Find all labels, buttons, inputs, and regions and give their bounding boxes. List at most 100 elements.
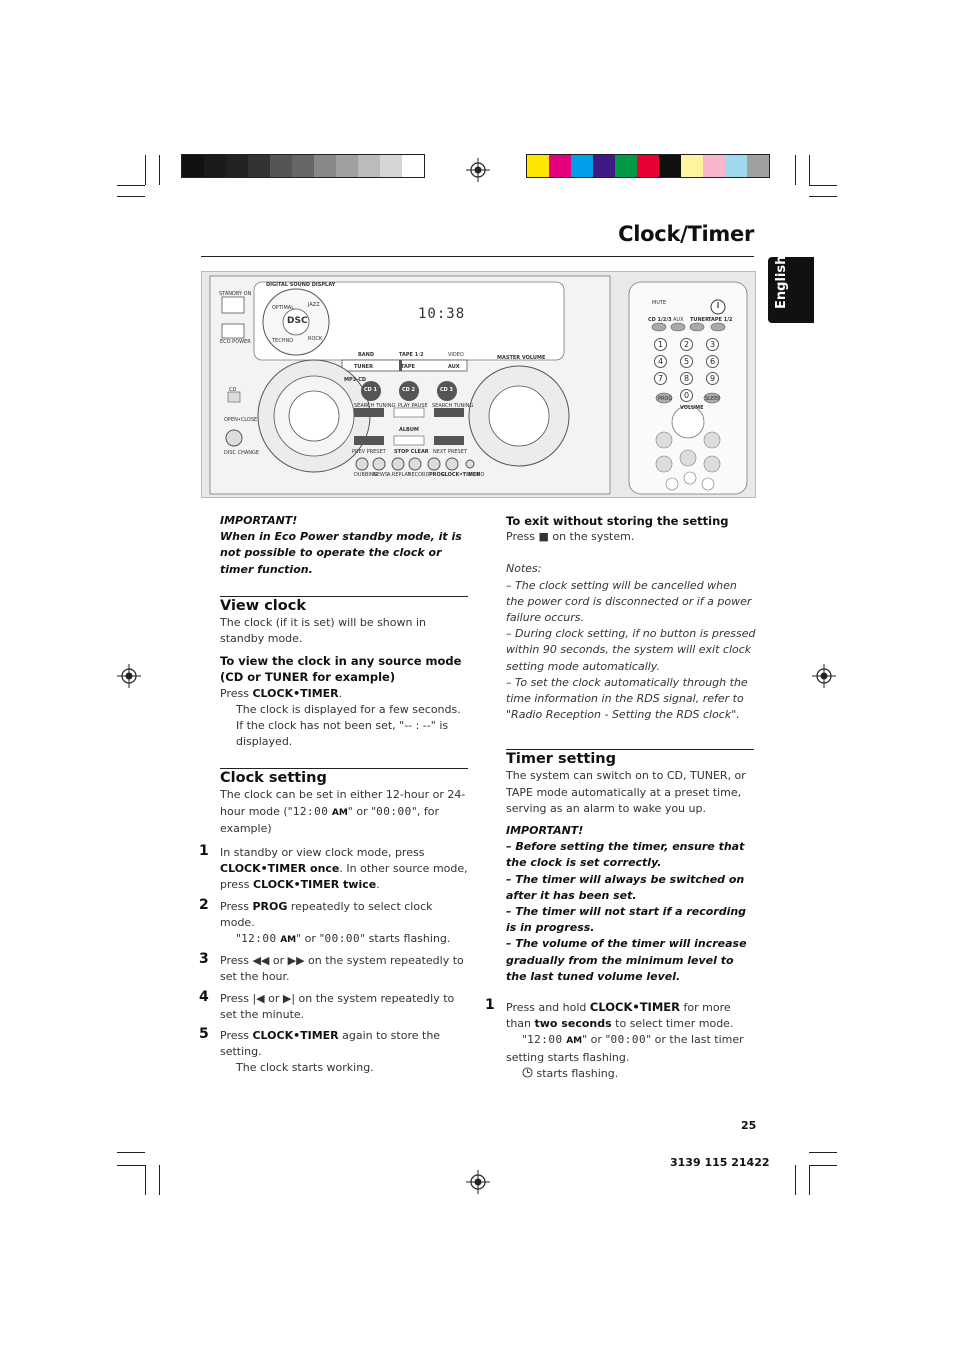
crop-mark <box>809 155 810 185</box>
note-item: – The clock setting will be cancelled wh… <box>506 578 752 625</box>
important-label: IMPORTANT! <box>220 514 298 527</box>
color-swatch <box>226 155 248 177</box>
important-text: When in Eco Power standby mode, it is no… <box>220 530 462 576</box>
timer-important-item: – The timer will not start if a recordin… <box>506 905 747 935</box>
color-swatch <box>549 155 571 177</box>
next-preset-label: NEXT PRESET <box>433 449 467 455</box>
remote-prog-button[interactable]: PROG <box>658 396 673 402</box>
step-text: In standby or view clock mode, press CLO… <box>220 845 470 894</box>
crop-mark <box>159 155 160 185</box>
remote-source-cd[interactable]: CD 1/2/3 <box>648 317 672 323</box>
open-close-label: OPEN•CLOSE <box>224 417 258 423</box>
remote-source-tape[interactable]: TAPE 1/2 <box>708 317 733 323</box>
color-swatch <box>703 155 725 177</box>
am-indicator: AM <box>280 935 297 946</box>
color-swatch <box>270 155 292 177</box>
note-item: – During clock setting, if no button is … <box>506 627 756 673</box>
view-clock-heading: View clock <box>220 597 306 614</box>
cd3-button[interactable]: CD 3 <box>440 387 454 393</box>
remote-digit-1[interactable]: 1 <box>654 338 667 351</box>
remote-digit-9[interactable]: 9 <box>706 372 719 385</box>
cd2-button[interactable]: CD 2 <box>402 387 416 393</box>
dsc-label: DSC <box>287 316 308 326</box>
color-swatch <box>615 155 637 177</box>
prev-preset-label: PREV PRESET <box>352 449 386 455</box>
color-swatch <box>358 155 380 177</box>
segment-24h: 00:00 <box>324 932 361 946</box>
step-text-part: to select timer mode. <box>611 1017 734 1031</box>
intro-text: " or " <box>347 804 377 818</box>
search-tuning-left-label: SEARCH TUNING <box>354 403 396 409</box>
step-text-part: starts flashing. <box>533 1066 619 1080</box>
step-text: Press ◀◀ or ▶▶ on the system repeatedly … <box>220 954 464 984</box>
demo-button[interactable]: DEMO <box>469 472 485 478</box>
remote-source-tuner[interactable]: TUNER <box>690 317 709 323</box>
cd-label: CD <box>229 387 237 393</box>
band-label: BAND <box>358 352 375 358</box>
key-name: CLOCK•TIMER <box>589 1000 680 1015</box>
color-swatch <box>593 155 615 177</box>
color-swatch <box>182 155 204 177</box>
am-indicator: AM <box>566 1036 583 1047</box>
registration-mark-icon <box>812 664 836 688</box>
dubbing-button[interactable]: DUBBING <box>354 472 378 478</box>
clock-setting-intro: The clock can be set in either 12-hour o… <box>220 787 470 837</box>
step-number: 4 <box>199 988 209 1005</box>
section-rule <box>220 768 468 770</box>
dsc-mode-techno: TECHNO <box>272 338 294 344</box>
registration-mark-icon <box>117 664 141 688</box>
remote-source-aux[interactable]: AUX <box>673 317 684 323</box>
remote-digit-5[interactable]: 5 <box>680 355 693 368</box>
language-tab-label: English <box>774 255 789 309</box>
language-tab: English <box>768 255 814 323</box>
step-text: Press CLOCK•TIMER again to store the set… <box>220 1028 470 1060</box>
prog-button[interactable]: PROG <box>429 472 445 478</box>
remote-digit-4[interactable]: 4 <box>654 355 667 368</box>
record-button[interactable]: RECORD <box>408 472 430 478</box>
color-swatch <box>725 155 747 177</box>
remote-digit-8[interactable]: 8 <box>680 372 693 385</box>
eco-power-label: ECO POWER <box>220 339 251 345</box>
areplay-button[interactable]: A.REPLAY <box>387 472 411 478</box>
clock-setting-heading: Clock setting <box>220 770 327 787</box>
exit-text: Press ■ on the system. <box>506 530 635 544</box>
source-button-aux[interactable]: AUX <box>448 364 460 370</box>
timer-icon-line: starts flashing. <box>506 1066 756 1082</box>
cd1-button[interactable]: CD 1 <box>364 387 378 393</box>
crop-mark <box>117 196 145 197</box>
source-button-tape[interactable]: TAPE <box>401 364 415 370</box>
remote-digit-0[interactable]: 0 <box>680 389 693 402</box>
source-button-tuner[interactable]: TUNER <box>354 364 373 370</box>
remote-sleep-button[interactable]: SLEEP <box>705 396 721 402</box>
color-swatch <box>527 155 549 177</box>
mp3cd-label: MP3-CD <box>344 377 367 383</box>
step-result: "12:00 AM" or "00:00" or the last timer … <box>506 1032 756 1065</box>
clock-display: 10:38 <box>418 306 466 322</box>
timer-important-item: – The timer will always be switched on a… <box>506 872 745 902</box>
step-number: 2 <box>199 896 209 913</box>
crop-mark <box>117 1152 145 1153</box>
am-indicator: AM <box>331 807 348 818</box>
remote-digit-6[interactable]: 6 <box>706 355 719 368</box>
quote: " or " <box>296 932 325 946</box>
timer-step-1: 1 Press and hold CLOCK•TIMER for more th… <box>485 997 756 1082</box>
step-text-part: " or the last timer setting starts flash… <box>506 1033 744 1064</box>
document-code: 3139 115 21422 <box>670 1156 770 1169</box>
color-swatch <box>248 155 270 177</box>
remote-digit-2[interactable]: 2 <box>680 338 693 351</box>
news-button[interactable]: NEWS <box>373 472 389 478</box>
step-text-part: Press and hold <box>506 1001 590 1015</box>
note-item: – To set the clock automatically through… <box>506 675 748 722</box>
remote-digit-7[interactable]: 7 <box>654 372 667 385</box>
segment-12h: 12:00 <box>241 932 277 946</box>
crop-mark <box>809 196 837 197</box>
step-number: 5 <box>199 1026 209 1043</box>
timer-important-item: – Before setting the timer, ensure that … <box>506 840 745 870</box>
clock-timer-button[interactable]: CLOCK•TIMER <box>441 472 481 478</box>
remote-digit-3[interactable]: 3 <box>706 338 719 351</box>
view-clock-result: The clock is displayed for a few seconds… <box>236 702 461 716</box>
crop-mark <box>795 1165 796 1195</box>
dsc-mode-jazz: JAZZ <box>308 302 320 308</box>
crop-mark <box>809 185 837 186</box>
quote: " <box>522 1033 528 1047</box>
